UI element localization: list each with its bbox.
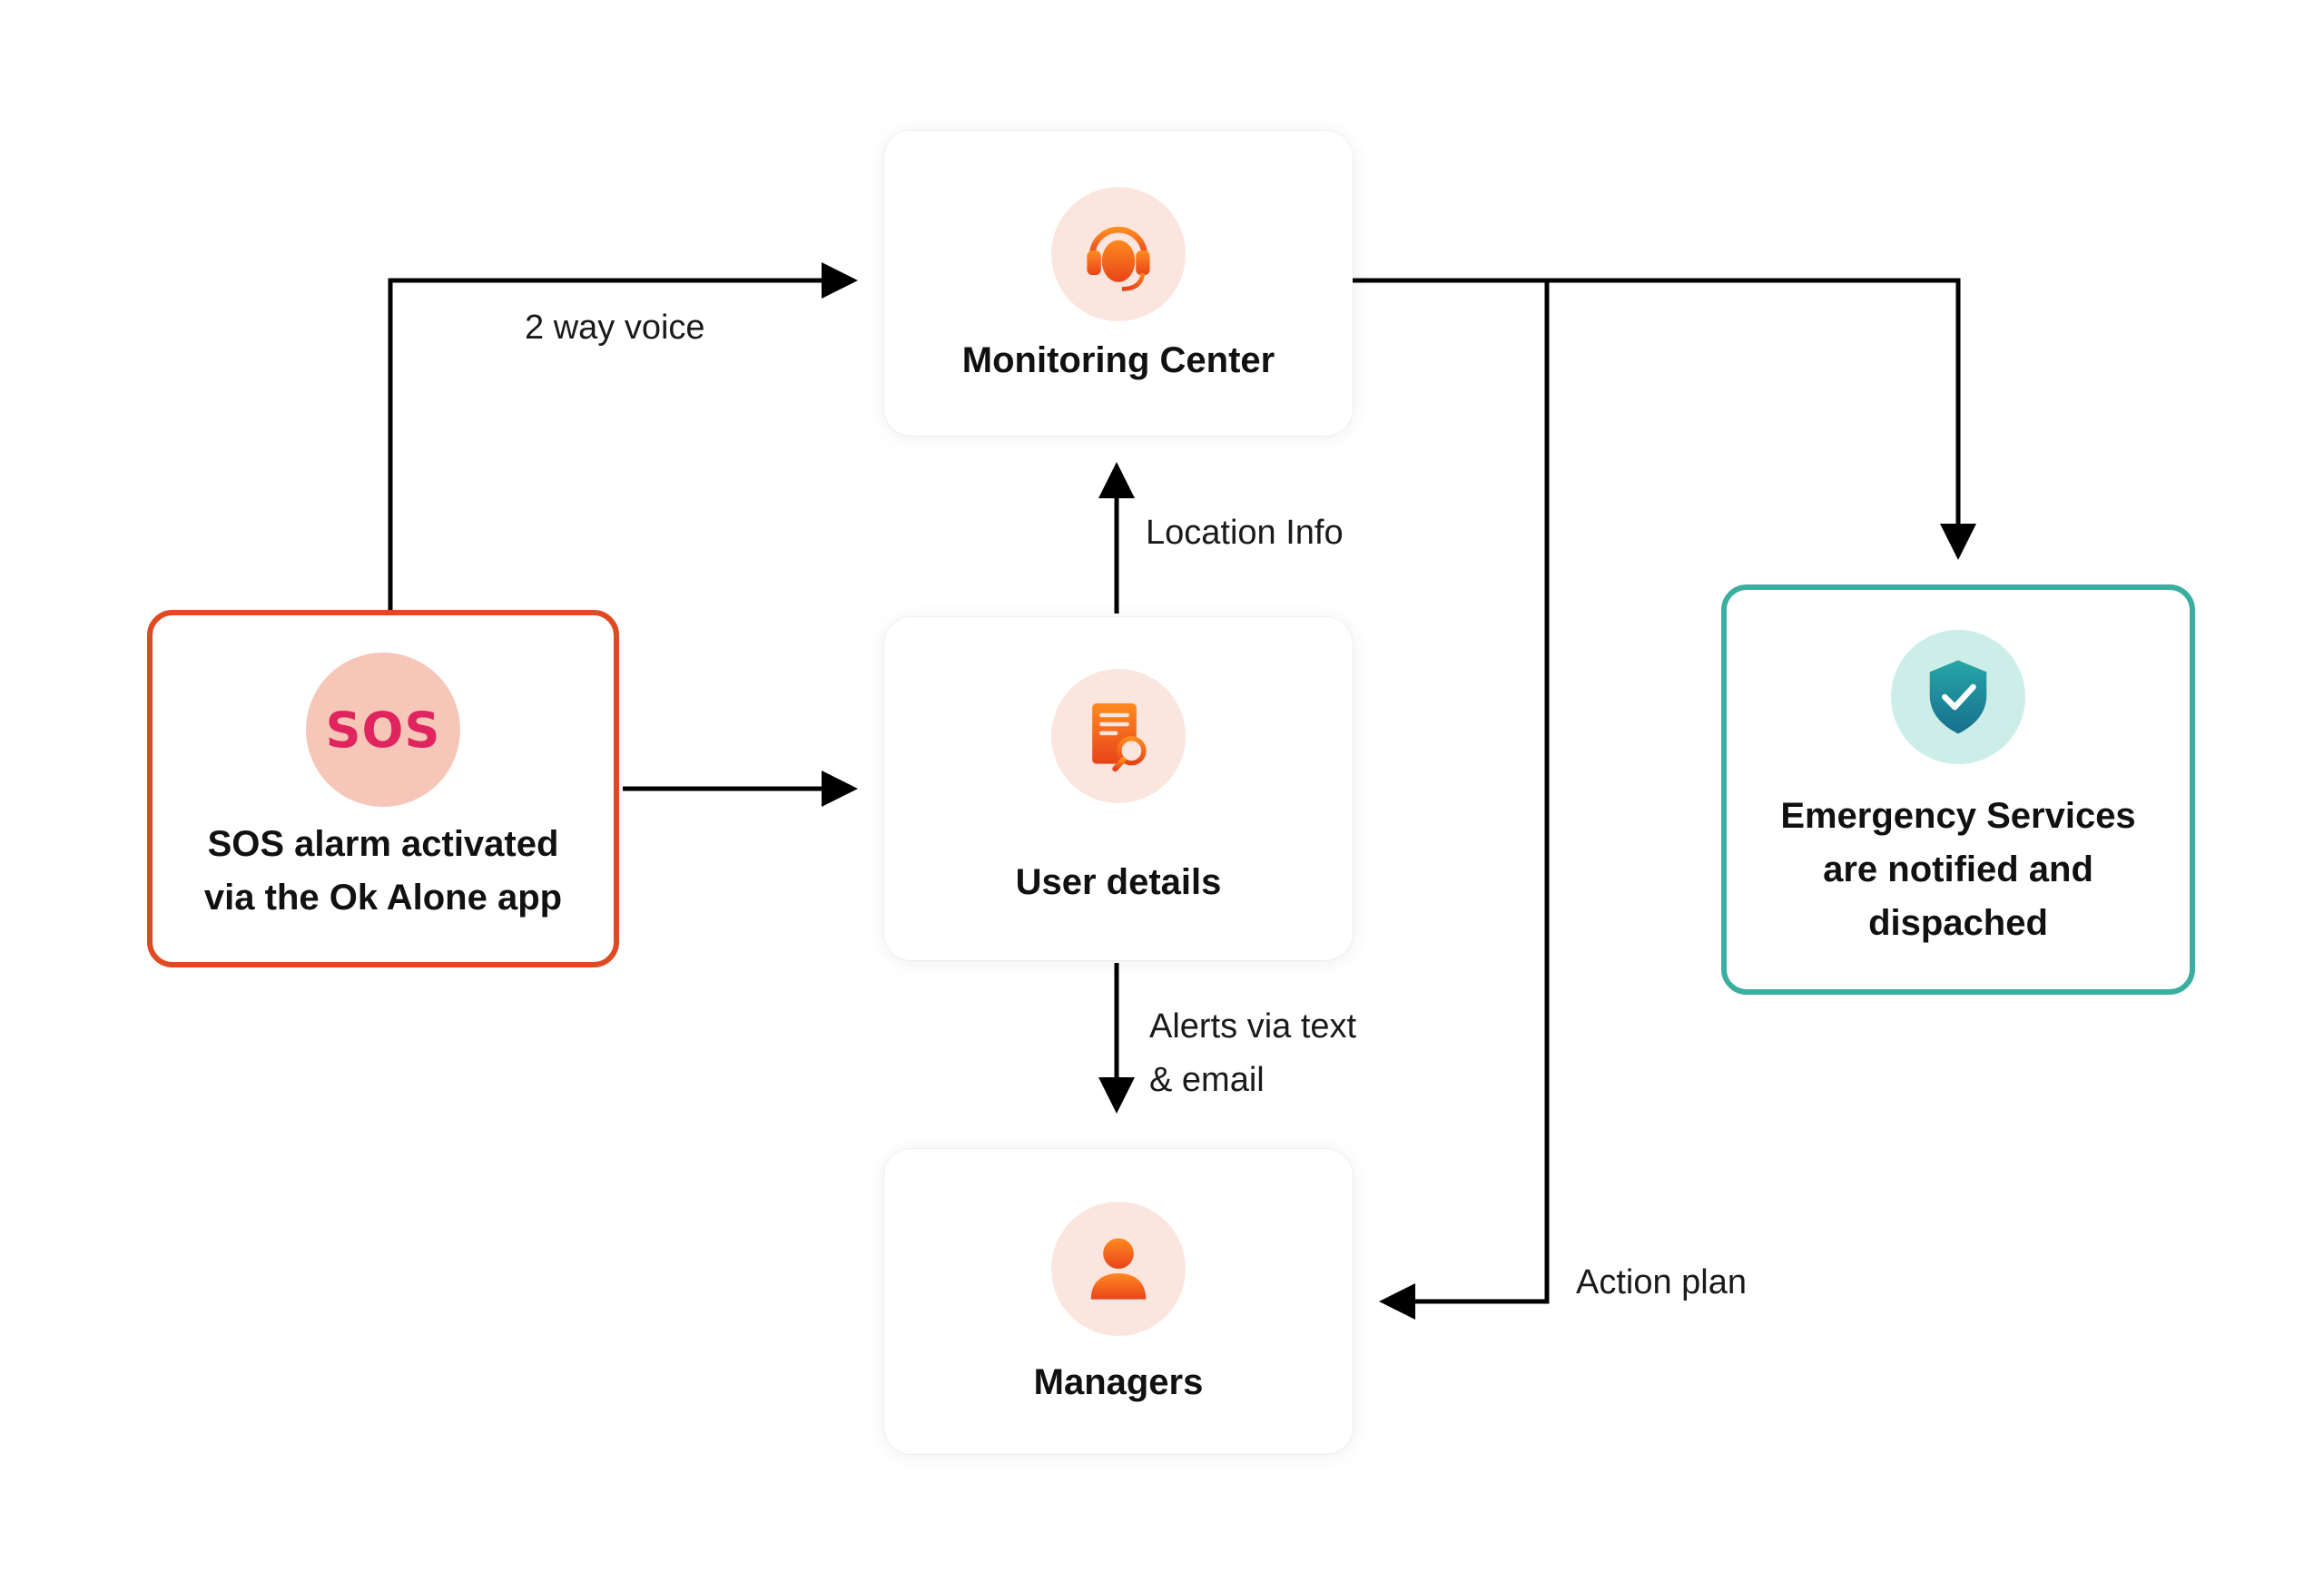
node-sos-alarm: SOS SOS alarm activated via the Ok Alone…: [147, 610, 619, 967]
node-managers: Managers: [884, 1149, 1353, 1454]
sos-badge-icon: SOS: [306, 653, 460, 807]
edge-label-2-way-voice: 2 way voice: [525, 309, 705, 347]
edge-label-action-plan: Action plan: [1576, 1263, 1748, 1301]
node-user-details: User details: [884, 617, 1353, 960]
edge-label-alerts: Alerts via text & email: [1149, 1007, 1357, 1099]
user-details-label: User details: [1015, 861, 1222, 902]
edge-monitoring-to-emergency: [1353, 278, 1976, 560]
emergency-services-label: Emergency Services are notified and disp…: [1780, 795, 2136, 943]
managers-label: Managers: [1033, 1361, 1204, 1402]
shield-check-icon: [1891, 629, 2025, 764]
headset-icon: [1051, 186, 1186, 321]
sos-badge-text: SOS: [325, 701, 441, 759]
node-emergency-services: Emergency Services are notified and disp…: [1721, 584, 2195, 995]
sos-alarm-label: SOS alarm activated via the Ok Alone app: [203, 824, 563, 918]
monitoring-center-label: Monitoring Center: [961, 339, 1275, 380]
document-search-icon: [1051, 668, 1186, 803]
edge-sos-to-monitoring: [388, 262, 858, 615]
user-icon: [1051, 1201, 1186, 1336]
edge-label-location-info: Location Info: [1146, 514, 1344, 552]
edge-monitoring-to-managers: [1379, 280, 1550, 1320]
node-monitoring-center: Monitoring Center: [884, 131, 1353, 436]
